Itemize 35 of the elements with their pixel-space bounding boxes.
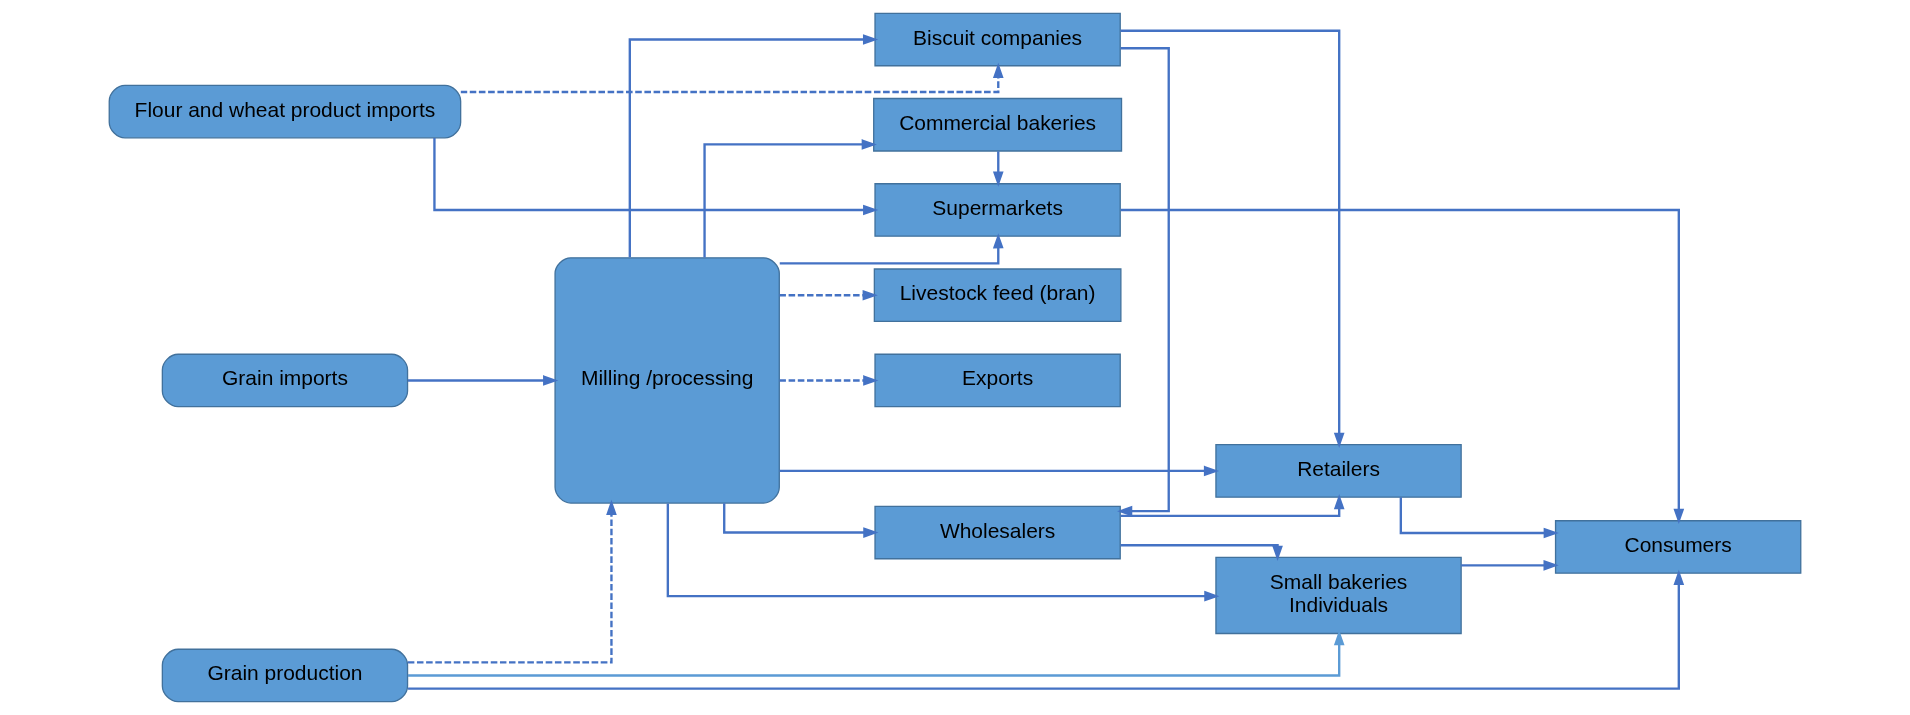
arrow bbox=[703, 139, 877, 258]
arrow bbox=[779, 233, 1004, 265]
arrow bbox=[779, 465, 1220, 477]
node-box: Wholesalers bbox=[874, 505, 1121, 560]
arrow bbox=[666, 503, 1220, 602]
arrow bbox=[1120, 208, 1685, 525]
node-box: Retailers bbox=[1215, 444, 1462, 498]
arrow bbox=[723, 503, 879, 538]
node-box: Small bakeries Individuals bbox=[1215, 556, 1462, 635]
arrow bbox=[407, 630, 1345, 677]
arrow bbox=[628, 34, 879, 258]
node-box: Exports bbox=[874, 353, 1121, 408]
node-box: Milling /processing bbox=[554, 257, 780, 504]
arrow bbox=[1399, 497, 1559, 539]
node-box: Consumers bbox=[1554, 520, 1802, 574]
arrow bbox=[779, 375, 879, 386]
arrow bbox=[407, 499, 617, 664]
node-box: Grain production bbox=[161, 648, 409, 703]
arrow bbox=[992, 151, 1004, 187]
node-box: Supermarkets bbox=[874, 183, 1121, 237]
node-box: Grain imports bbox=[161, 353, 409, 408]
arrow bbox=[408, 569, 1685, 690]
arrow bbox=[1120, 494, 1345, 518]
node-box: Biscuit companies bbox=[874, 12, 1121, 67]
arrow bbox=[1120, 544, 1283, 561]
arrow bbox=[779, 289, 878, 301]
arrow bbox=[408, 375, 559, 386]
arrow bbox=[1461, 560, 1559, 571]
node-box: Livestock feed (bran) bbox=[873, 268, 1122, 323]
arrow bbox=[460, 62, 1004, 94]
arrow bbox=[1117, 47, 1170, 517]
node-box: Commercial bakeries bbox=[873, 97, 1123, 152]
node-box: Flour and wheat product imports bbox=[108, 84, 462, 139]
arrow bbox=[1120, 29, 1345, 448]
arrow bbox=[433, 138, 879, 216]
